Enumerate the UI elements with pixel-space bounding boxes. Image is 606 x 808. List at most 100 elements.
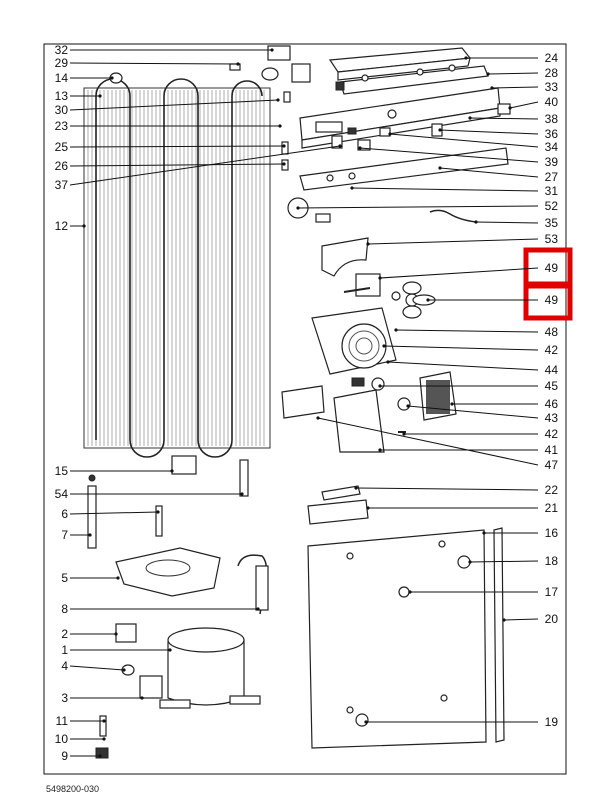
leader-line-22	[355, 487, 539, 491]
leader-line-34	[389, 133, 539, 148]
leader-dot	[102, 719, 106, 723]
leader-dot	[486, 72, 490, 76]
leader-dot	[402, 432, 406, 436]
leader-line-38	[469, 117, 539, 120]
leader-line-20	[503, 618, 539, 621]
leader-dot	[358, 146, 362, 150]
leader-line-49	[379, 267, 539, 279]
part-label-32: 32	[55, 43, 69, 57]
leader-dot	[438, 166, 442, 170]
part-label-1: 1	[61, 643, 68, 657]
part-label-9: 9	[61, 749, 68, 763]
leader-dot	[364, 720, 368, 724]
leader-line-53	[367, 238, 539, 245]
leader-line-18	[469, 560, 539, 563]
leader-dot	[508, 106, 512, 110]
leader-dot	[240, 492, 244, 496]
fan-housing-part	[321, 237, 436, 319]
lower-left-parts	[87, 455, 269, 676]
part-label-4: 4	[61, 659, 68, 673]
part-label-18: 18	[545, 554, 559, 568]
leader-dot	[502, 618, 506, 622]
top-cover-part	[328, 47, 489, 95]
leader-dot	[474, 220, 478, 224]
leader-line-39	[359, 147, 539, 163]
leader-line-37	[69, 145, 341, 186]
leader-dot	[450, 402, 454, 406]
part-label-48: 48	[545, 325, 559, 339]
part-label-11: 11	[56, 714, 69, 728]
part-label-27: 27	[545, 170, 559, 184]
leader-line-33	[491, 86, 539, 89]
leader-dot	[386, 360, 390, 364]
leader-dot	[464, 56, 468, 60]
leader-line-4	[69, 665, 125, 671]
part-label-54: 54	[55, 487, 69, 501]
door-panel-part	[307, 485, 505, 749]
control-panel-part	[299, 87, 501, 149]
part-label-3: 3	[61, 691, 68, 705]
leader-dot	[394, 328, 398, 332]
leader-dot	[98, 754, 102, 758]
leader-line-42	[383, 345, 539, 351]
leader-dot	[296, 206, 300, 210]
leader-line-36	[439, 129, 539, 135]
leader-dot	[278, 124, 282, 128]
part-label-28: 28	[545, 66, 559, 80]
evaporator-fan-cover-part	[311, 307, 397, 375]
leader-line-31	[351, 187, 539, 192]
part-label-41: 41	[545, 443, 559, 457]
leader-dot	[114, 632, 118, 636]
leader-line-6	[69, 511, 159, 515]
part-label-29: 29	[55, 56, 69, 70]
leader-dot	[270, 48, 274, 52]
leader-dot	[338, 144, 342, 148]
part-label-43: 43	[545, 411, 559, 425]
leader-dot	[426, 298, 430, 302]
leader-dot	[354, 486, 358, 490]
part-label-5: 5	[61, 571, 68, 585]
part-label-21: 21	[545, 501, 559, 515]
part-label-26: 26	[55, 159, 69, 173]
part-label-31: 31	[545, 184, 559, 198]
part-label-42: 42	[545, 343, 559, 357]
part-label-40: 40	[545, 95, 559, 109]
part-label-33: 33	[545, 80, 559, 94]
leader-line-29	[69, 62, 239, 65]
leader-dot	[140, 696, 144, 700]
leader-line-27	[439, 167, 539, 178]
part-label-49: 49	[545, 261, 559, 275]
leader-dot	[156, 510, 160, 514]
leader-dot	[408, 590, 412, 594]
part-label-47: 47	[545, 458, 559, 472]
leader-dot	[276, 98, 280, 102]
part-label-35: 35	[545, 216, 559, 230]
part-label-20: 20	[545, 612, 559, 626]
part-label-38: 38	[545, 112, 559, 126]
leader-dot	[378, 276, 382, 280]
light-assembly-part	[281, 371, 457, 453]
part-label-13: 13	[55, 89, 69, 103]
leader-line-52	[297, 205, 539, 209]
part-label-7: 7	[61, 528, 68, 542]
part-label-52: 52	[545, 199, 559, 213]
leader-dot	[236, 62, 240, 66]
part-label-34: 34	[545, 140, 559, 154]
leader-dot	[468, 560, 472, 564]
leader-dot	[490, 86, 494, 90]
leader-dot	[122, 668, 126, 672]
part-label-6: 6	[61, 507, 68, 521]
part-label-2: 2	[61, 627, 68, 641]
leader-dot	[406, 404, 410, 408]
part-label-44: 44	[545, 363, 559, 377]
leader-line-25	[69, 145, 285, 148]
leader-line-30	[69, 99, 279, 111]
part-label-19: 19	[545, 715, 559, 729]
leader-dot	[438, 128, 442, 132]
leader-dot	[388, 132, 392, 136]
part-label-15: 15	[55, 464, 69, 478]
part-label-49: 49	[545, 293, 559, 307]
leader-line-43	[407, 405, 539, 419]
leader-dot	[366, 506, 370, 510]
